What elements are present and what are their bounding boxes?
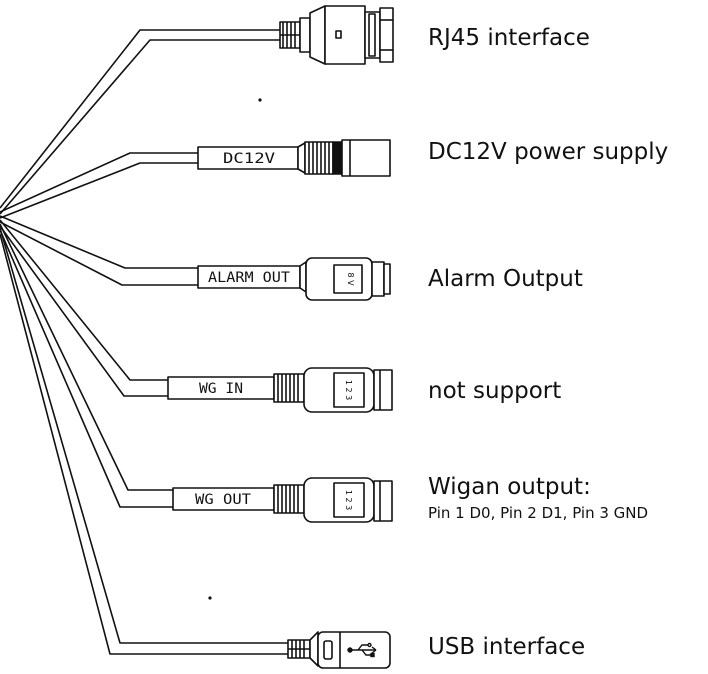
label-rj45: RJ45 interface [428,24,590,52]
cable-alarm-out [0,215,200,286]
stray-dot [258,98,262,102]
tag-dc12v: DC12V [223,151,276,167]
plug-text-wg-out: 1 2 3 [344,490,353,510]
plug-text-wg-in: 1 2 3 [344,380,353,400]
label-usb-title: USB interface [428,634,586,660]
label-wg-in: not support [428,377,561,405]
plug-text-alarm: 8 V [346,272,355,286]
alarm-out-connector [197,257,391,301]
tag-alarm-out: ALARM OUT [208,270,291,286]
usb-icon [347,642,377,658]
dc12v-connector [197,139,391,177]
stray-dot [208,596,212,600]
tag-wg-in: WG IN [199,381,243,397]
cable-rj45 [0,29,285,215]
tag-wg-out: WG OUT [195,492,252,508]
label-rj45-title: RJ45 interface [428,25,590,51]
rj45-connector [279,5,394,65]
label-dc12v-title: DC12V power supply [428,139,669,165]
label-alarm-out: Alarm Output [428,265,583,293]
cable-usb [0,227,290,655]
label-wg-out: Wigan output: Pin 1 D0, Pin 2 D1, Pin 3 … [428,473,648,523]
label-dc12v: DC12V power supply [428,138,668,166]
wg-in-connector [167,367,393,413]
label-wg-out-pins: Pin 1 D0, Pin 2 D1, Pin 3 GND [428,504,649,522]
label-alarm-out-title: Alarm Output [428,266,583,292]
label-wg-out-title: Wigan output: [428,474,591,500]
label-usb: USB interface [428,633,585,661]
cable-wg-out [0,223,175,508]
cable-wg-in [0,219,170,397]
cable-dc12v [0,152,200,219]
wg-out-connector [172,477,393,523]
label-wg-in-title: not support [428,378,562,404]
